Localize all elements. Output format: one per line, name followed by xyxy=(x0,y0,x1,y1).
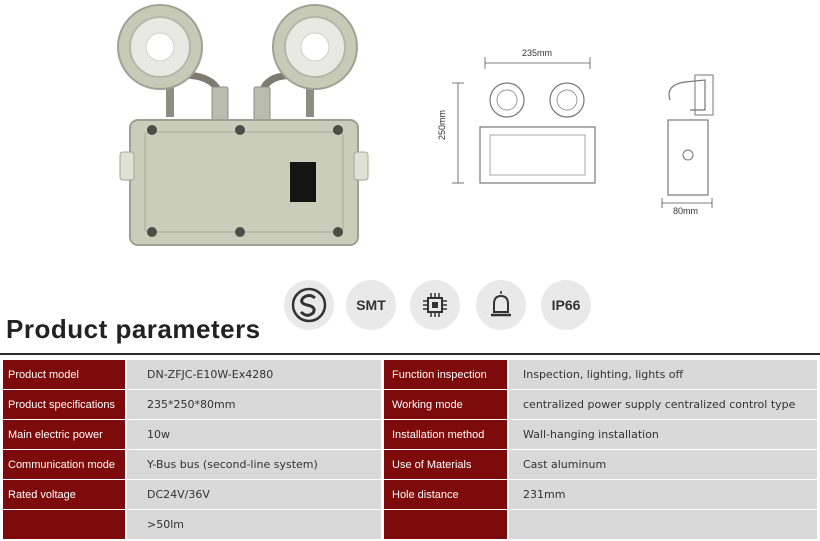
param-label: Working mode xyxy=(384,390,507,419)
param-value: Cast aluminum xyxy=(509,450,817,479)
smt-badge-label: SMT xyxy=(356,297,386,313)
param-value: Inspection, lighting, lights off xyxy=(509,360,817,389)
param-value: Y-Bus bus (second-line system) xyxy=(127,450,381,479)
table-row: Rated voltage DC24V/36V Hole distance 23… xyxy=(3,480,817,509)
s-mark-badge xyxy=(284,280,334,330)
param-label xyxy=(3,510,125,539)
param-value: DN-ZFJC-E10W-Ex4280 xyxy=(127,360,381,389)
param-value: DC24V/36V xyxy=(127,480,381,509)
table-row: >50lm xyxy=(3,510,817,539)
param-label xyxy=(384,510,507,539)
lamp-head-left xyxy=(117,4,203,90)
side-outline xyxy=(661,74,714,208)
param-value: 10w xyxy=(127,420,381,449)
param-label: Use of Materials xyxy=(384,450,507,479)
param-label: Rated voltage xyxy=(3,480,125,509)
param-label: Communication mode xyxy=(3,450,125,479)
side-dimension-drawing xyxy=(650,70,730,220)
indicator-window xyxy=(290,162,316,202)
param-label: Main electric power xyxy=(3,420,125,449)
ip66-badge: IP66 xyxy=(541,280,591,330)
height-dimension-label: 250mm xyxy=(437,109,447,140)
section-title: Product parameters xyxy=(6,314,261,344)
param-label: Installation method xyxy=(384,420,507,449)
emergency-light-illustration xyxy=(117,4,369,246)
ip66-badge-label: IP66 xyxy=(551,297,581,313)
title-divider xyxy=(0,353,820,355)
width-dimension-label: 235mm xyxy=(522,48,553,58)
alarm-light-icon xyxy=(491,291,511,317)
depth-dimension-label: 80mm xyxy=(673,206,699,216)
param-label: Product specifications xyxy=(3,390,125,419)
param-value xyxy=(509,510,817,539)
param-value: centralized power supply centralized con… xyxy=(509,390,817,419)
param-label: Product model xyxy=(3,360,125,389)
housing-body xyxy=(129,119,359,246)
param-value: 231mm xyxy=(509,480,817,509)
chip-badge xyxy=(410,280,460,330)
table-row: Communication mode Y-Bus bus (second-lin… xyxy=(3,450,817,479)
table-row: Product model DN-ZFJC-E10W-Ex4280 Functi… xyxy=(3,360,817,389)
smt-badge: SMT xyxy=(346,280,396,330)
table-row: Main electric power 10w Installation met… xyxy=(3,420,817,449)
parameter-table: Product model DN-ZFJC-E10W-Ex4280 Functi… xyxy=(3,360,817,540)
param-value: Wall-hanging installation xyxy=(509,420,817,449)
front-dimension-drawing xyxy=(440,45,615,220)
param-value: 235*250*80mm xyxy=(127,390,381,419)
chip-icon xyxy=(423,293,447,317)
table-row: Product specifications 235*250*80mm Work… xyxy=(3,390,817,419)
product-photo xyxy=(100,2,380,252)
s-mark-icon xyxy=(291,287,327,323)
alarm-badge xyxy=(476,280,526,330)
param-value: >50lm xyxy=(127,510,381,539)
param-label: Hole distance xyxy=(384,480,507,509)
param-label: Function inspection xyxy=(384,360,507,389)
front-outline xyxy=(452,57,596,184)
lamp-head-right xyxy=(272,4,358,90)
